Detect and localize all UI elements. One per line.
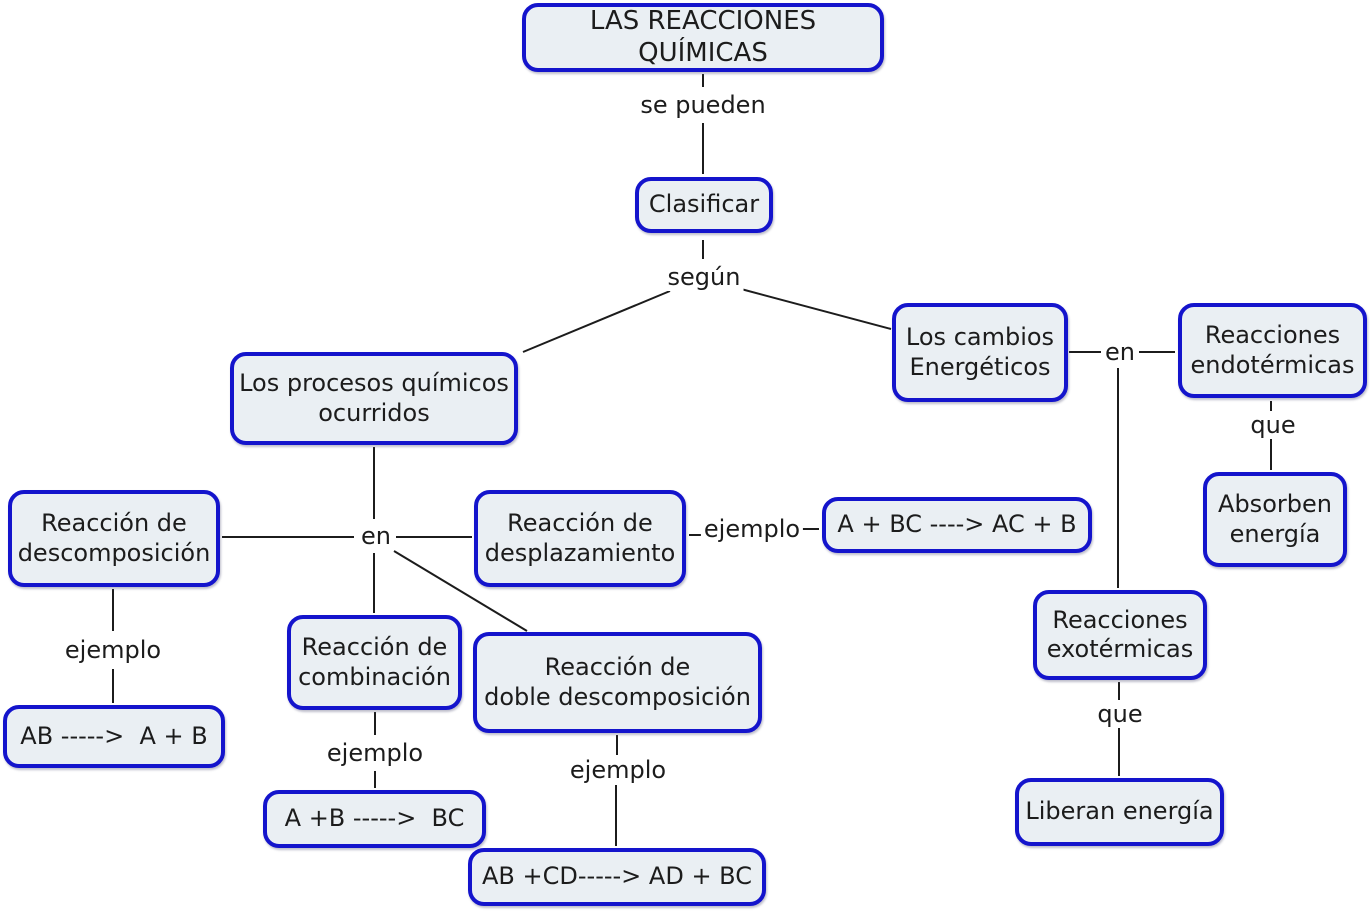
link-label-en-procesos: en (358, 522, 394, 550)
edge-segun-procesos (522, 290, 671, 353)
node-reacciones-endotermicas[interactable]: Reacciones endotérmicas (1178, 303, 1367, 398)
link-label-se-pueden: se pueden (637, 91, 769, 119)
node-eq-desplazamiento[interactable]: A + BC ----> AC + B (822, 497, 1092, 553)
link-label-en-cambios: en (1102, 338, 1138, 366)
link-label-ejemplo-descomposicion: ejemplo (61, 636, 165, 664)
node-procesos-quimicos[interactable]: Los procesos químicos ocurridos (230, 352, 518, 445)
node-cambios-energeticos[interactable]: Los cambios Energéticos (892, 303, 1068, 402)
link-label-ejemplo-doble: ejemplo (566, 756, 670, 784)
node-eq-combinacion[interactable]: A +B -----> BC (263, 790, 486, 848)
node-liberan-energia[interactable]: Liberan energía (1015, 778, 1224, 846)
node-reaccion-descomposicion[interactable]: Reacción de descomposición (8, 490, 220, 587)
node-eq-descomposicion[interactable]: AB -----> A + B (3, 705, 225, 768)
node-reaccion-doble-descomposicion[interactable]: Reacción de doble descomposición (473, 632, 762, 733)
node-clasificar[interactable]: Clasificar (635, 177, 773, 233)
node-reacciones-exotermicas[interactable]: Reacciones exotérmicas (1033, 590, 1207, 680)
node-title[interactable]: LAS REACCIONES QUÍMICAS (522, 3, 884, 72)
edge-segun-cambios (740, 288, 892, 330)
link-label-ejemplo-desplazamiento: ejemplo (700, 515, 804, 543)
node-absorben-energia[interactable]: Absorben energía (1203, 472, 1347, 567)
edge-en-doble (393, 550, 528, 632)
node-eq-doble-descomposicion[interactable]: AB +CD-----> AD + BC (468, 848, 766, 906)
node-reaccion-combinacion[interactable]: Reacción de combinación (287, 615, 462, 710)
link-label-ejemplo-combinacion: ejemplo (323, 739, 427, 767)
link-label-que-exotermicas: que (1094, 700, 1146, 728)
link-label-segun: según (664, 263, 744, 291)
node-reaccion-desplazamiento[interactable]: Reacción de desplazamiento (474, 490, 686, 587)
link-label-que-endotermicas: que (1247, 411, 1299, 439)
